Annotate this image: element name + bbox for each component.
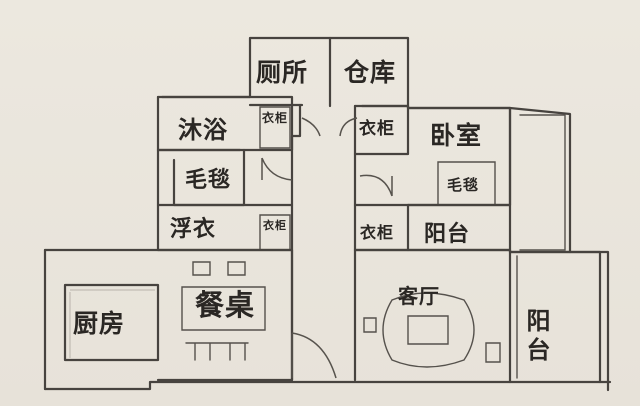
bath-label: 沐浴 <box>178 116 228 144</box>
left-corridor-door-arc <box>261 157 293 181</box>
laundry-label: 浮衣 <box>170 217 217 242</box>
corridor-left-wall <box>290 103 302 382</box>
cabinet-small-label: 衣柜 <box>263 219 287 232</box>
living-side-tables <box>363 317 501 363</box>
upper-right-annex <box>519 114 566 251</box>
bath-side-label: 衣柜 <box>262 111 289 125</box>
toilet-label: 厕所 <box>256 58 309 87</box>
dining-room <box>156 248 294 382</box>
balcony-label: 阳台 <box>526 307 552 364</box>
dining-table <box>181 286 266 331</box>
outer-wall-right-top <box>508 106 610 392</box>
wardrobe-left-box <box>353 104 410 156</box>
right-corridor-door-arc <box>359 174 393 197</box>
storage-label: 仓库 <box>344 58 397 87</box>
bedroom-label: 卧室 <box>430 121 483 150</box>
wardrobe-left-label: 衣柜 <box>359 119 395 139</box>
dining-label: 餐桌 <box>195 288 256 322</box>
bottom-door-arc <box>291 332 337 379</box>
balcony-room-label: 阳台 <box>424 222 471 247</box>
bath-side-cabinet <box>259 106 291 149</box>
kitchen-wall <box>63 283 160 362</box>
wardrobe-right-label: 衣柜 <box>360 223 395 242</box>
left-top-wall <box>43 95 160 252</box>
living-sofa-ring <box>382 292 475 368</box>
outer-wall-bottom <box>43 380 612 391</box>
dining-chair-top-right <box>227 261 246 276</box>
top-door-arc <box>301 117 358 137</box>
kitchen-label: 厨房 <box>73 309 126 338</box>
dining-chair-top-left <box>192 261 211 276</box>
dining-chair-bottom <box>185 342 249 361</box>
living-room <box>353 248 512 384</box>
towel-left-label: 毛毯 <box>185 168 232 193</box>
balcony-room <box>508 250 602 384</box>
kitchen-shadow-lines <box>69 289 155 358</box>
outer-wall-top-left <box>160 36 572 254</box>
living-table <box>407 315 449 345</box>
living-label: 客厅 <box>398 284 440 308</box>
towel-right-label: 毛毯 <box>447 176 480 194</box>
